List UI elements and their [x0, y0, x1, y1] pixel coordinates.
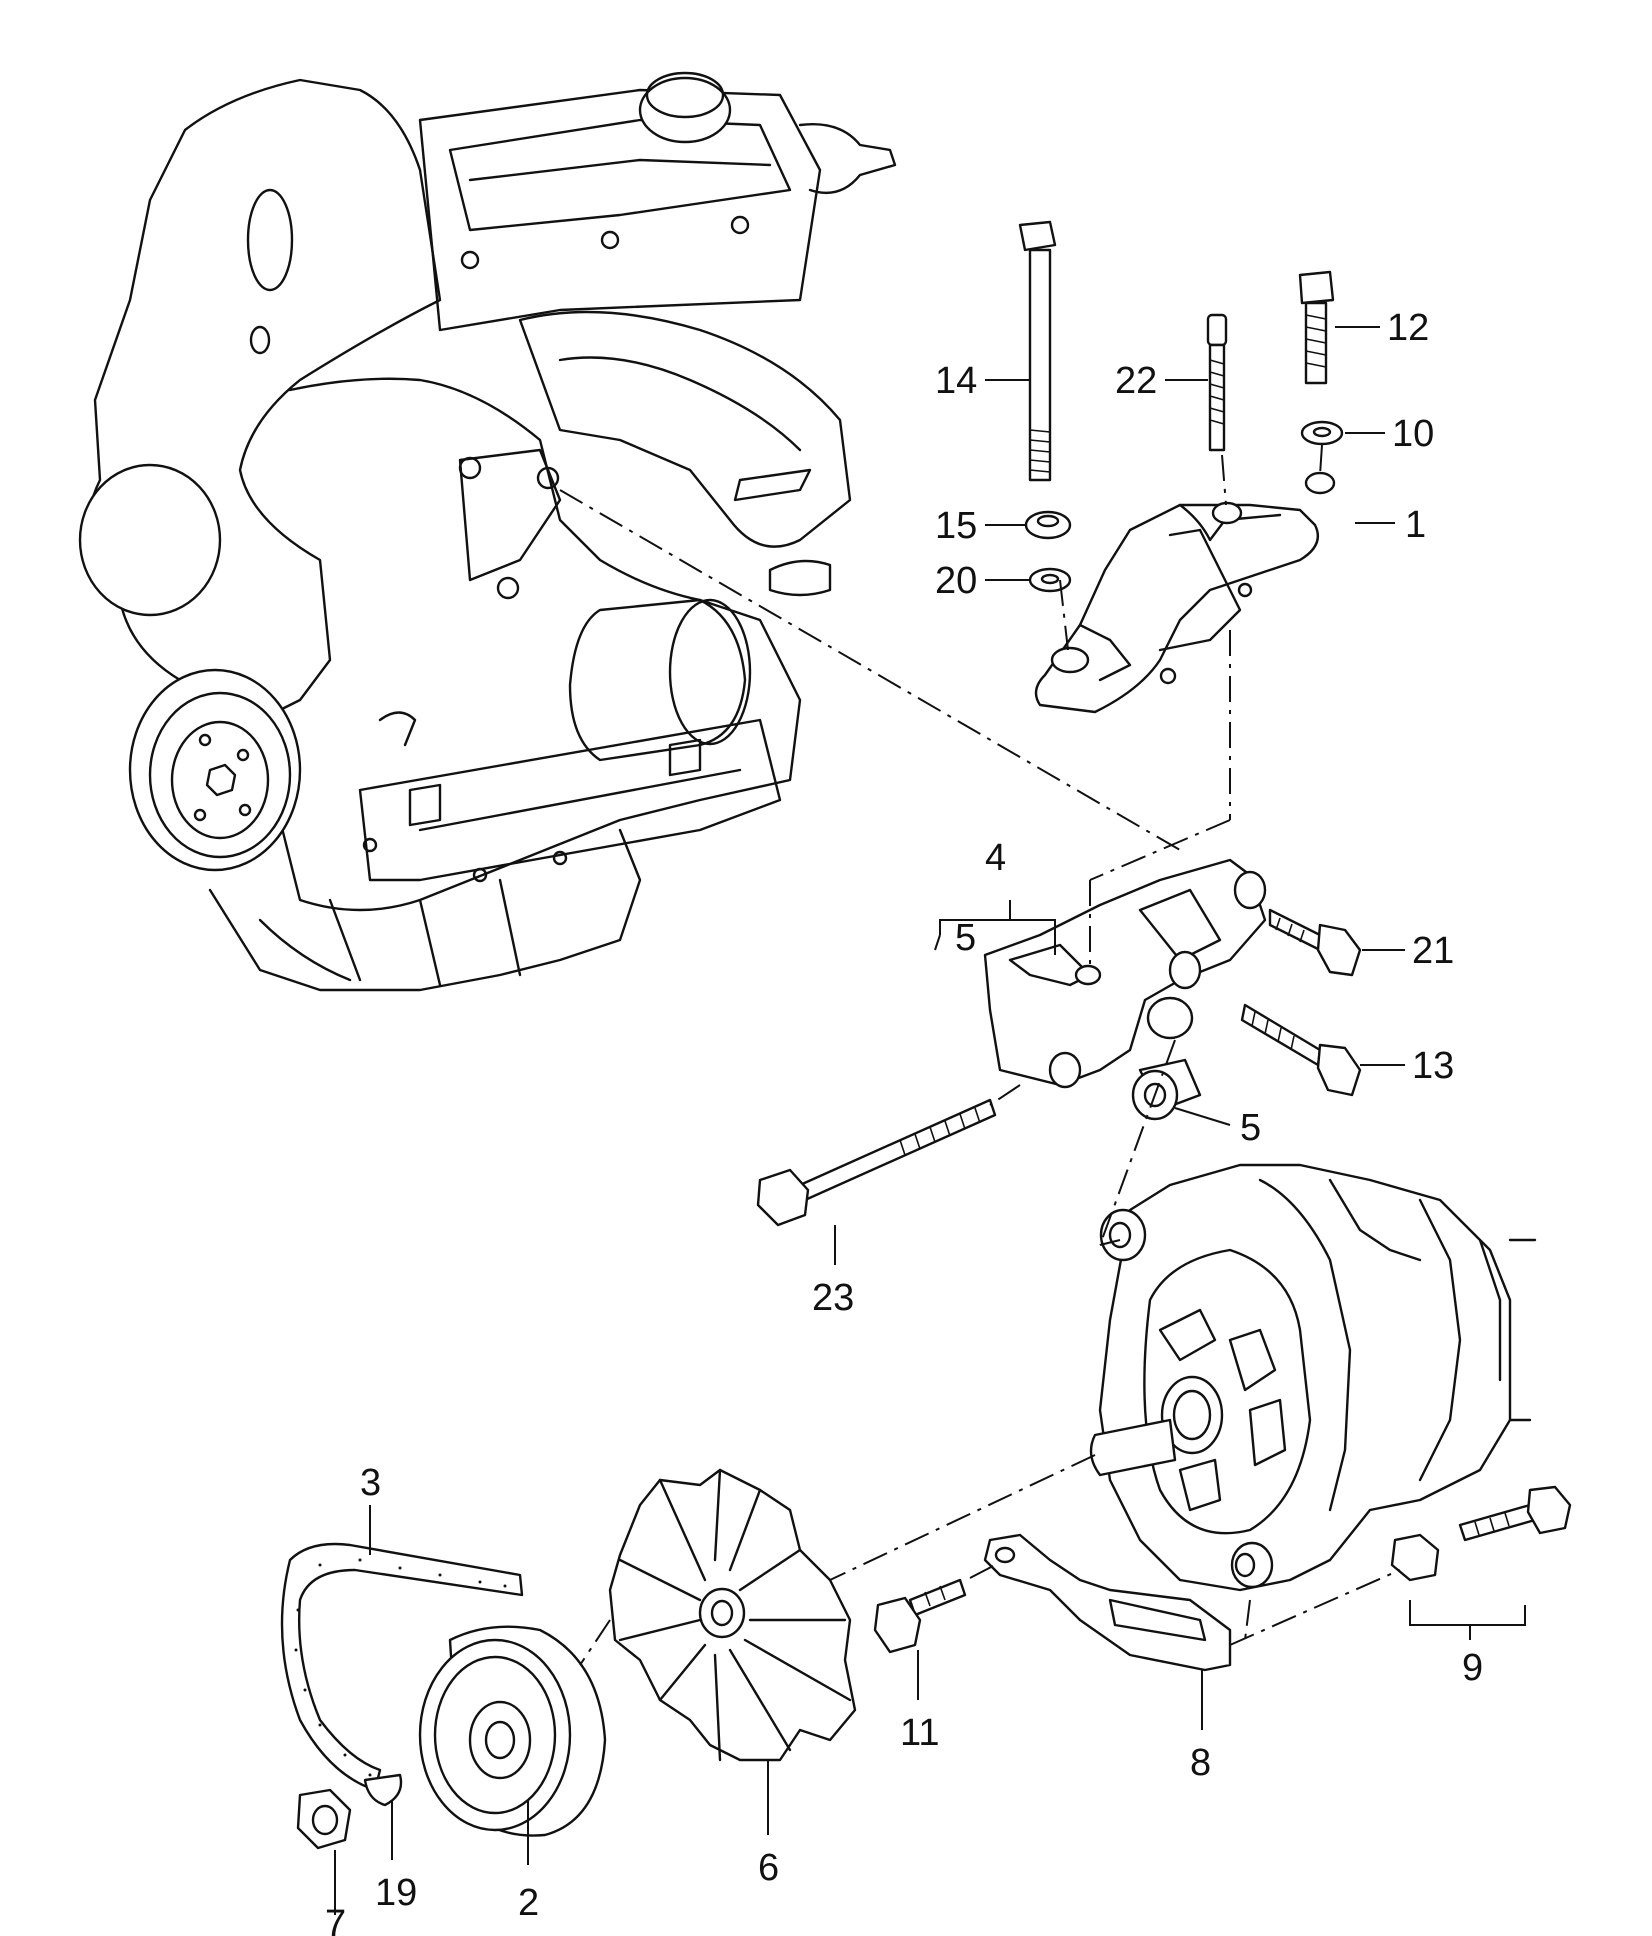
- bolt-part-12: [1298, 270, 1335, 385]
- callout-15: 15: [935, 505, 977, 547]
- pulley-part-2: [418, 1625, 607, 1837]
- callout-3: 3: [360, 1462, 381, 1504]
- nut-part-7: [296, 1788, 352, 1850]
- bolt-part-21: [1268, 908, 1362, 977]
- callout-19: 19: [375, 1872, 417, 1914]
- part-callouts: 1 2 3 4 5 5 6 7 8 9 10 11 12 13 14 15 19…: [325, 307, 1483, 1936]
- callout-5-bracket: 5: [955, 917, 976, 959]
- callout-13: 13: [1412, 1045, 1454, 1087]
- callout-4: 4: [985, 837, 1006, 879]
- washer-part-10: [1300, 420, 1344, 446]
- bolt-part-13: [1240, 1003, 1362, 1097]
- engine-block: [78, 71, 897, 992]
- upper-bracket-part-1: [1034, 471, 1336, 714]
- callout-9: 9: [1462, 1647, 1483, 1689]
- bolt-part-14: [1018, 220, 1057, 482]
- callout-10: 10: [1392, 413, 1434, 455]
- spring-washer-part-15: [1024, 510, 1072, 540]
- bolt-part-22: [1206, 313, 1228, 452]
- callout-12: 12: [1387, 307, 1429, 349]
- alternator: [1089, 1163, 1537, 1592]
- callout-21: 21: [1412, 930, 1454, 972]
- callout-1: 1: [1405, 504, 1426, 546]
- callout-20: 20: [935, 560, 977, 602]
- adjusting-bracket-part-8: [983, 1533, 1232, 1672]
- assembly-centerlines: [559, 444, 1401, 1666]
- washer-part-20: [1028, 567, 1072, 593]
- v-belt-part-3: [280, 1542, 524, 1792]
- fan-part-6: [608, 1468, 857, 1762]
- callout-23: 23: [812, 1277, 854, 1319]
- callout-2: 2: [518, 1882, 539, 1924]
- woodruff-key-part-19: [363, 1773, 403, 1807]
- callout-leader-lines: [334, 326, 1526, 1915]
- nut-and-bolt-part-9: [1390, 1485, 1572, 1582]
- front-mounting-bracket-part-4: [983, 858, 1267, 1089]
- bolt-part-11: [873, 1578, 967, 1654]
- callout-8: 8: [1190, 1742, 1211, 1784]
- callout-22: 22: [1115, 360, 1157, 402]
- callout-14: 14: [935, 360, 977, 402]
- callout-7: 7: [325, 1903, 346, 1936]
- callout-11: 11: [900, 1712, 939, 1754]
- callout-5-bushing: 5: [1240, 1107, 1261, 1149]
- bolt-part-23: [756, 1098, 997, 1227]
- belt-texture-dots: [294, 1558, 507, 1777]
- callout-6: 6: [758, 1847, 779, 1889]
- bushing-part-5: [1131, 1058, 1202, 1121]
